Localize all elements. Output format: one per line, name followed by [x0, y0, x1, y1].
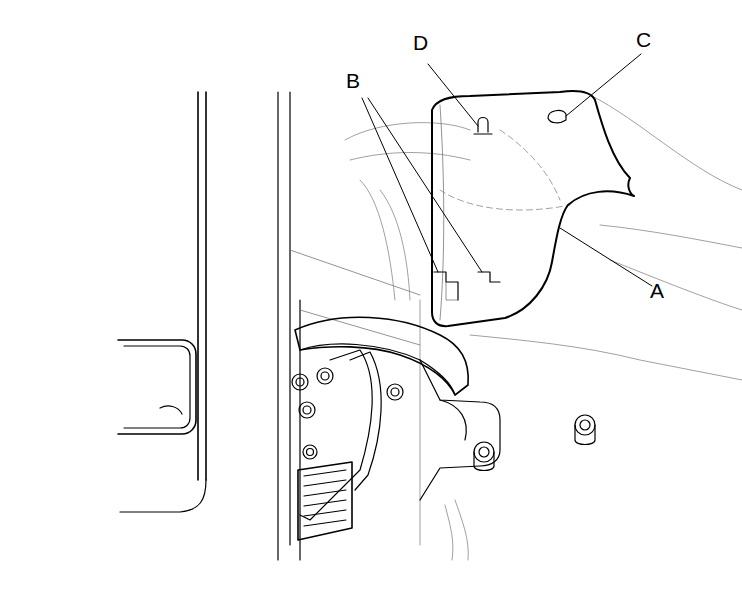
callout-letter: B [346, 70, 360, 91]
callout-letter: A [650, 280, 664, 301]
callout-letter: D [413, 32, 428, 53]
callout-letter: C [636, 29, 651, 50]
